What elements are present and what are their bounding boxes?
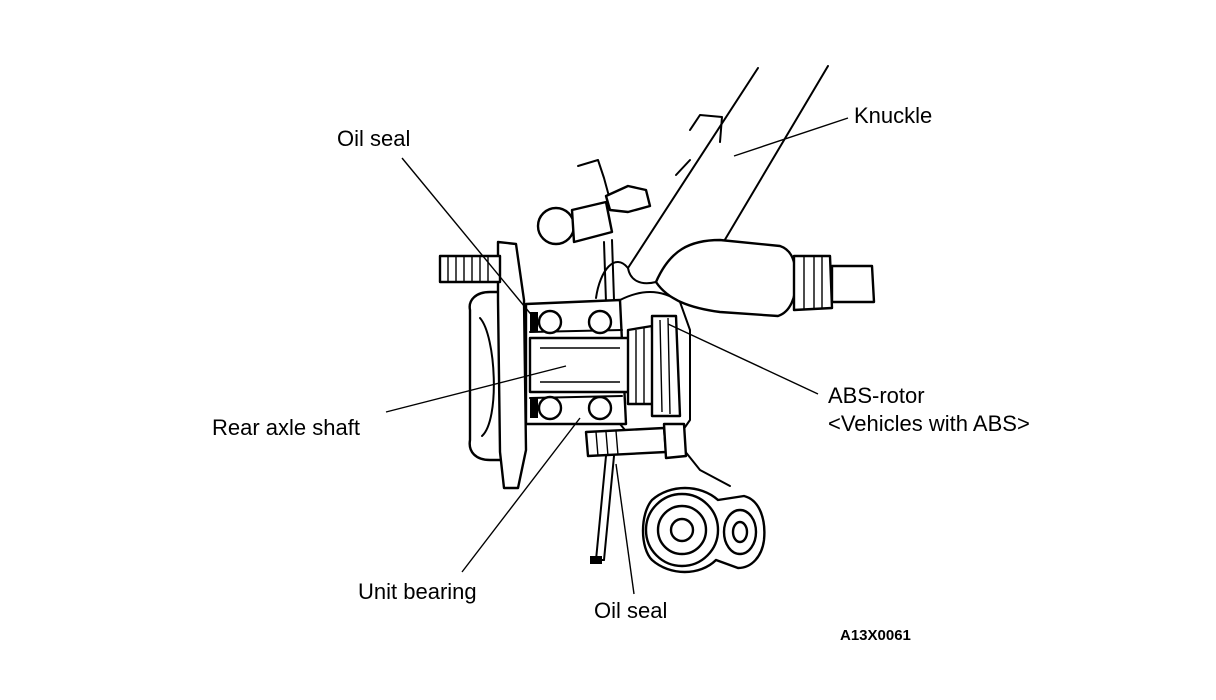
label-rear-axle-shaft: Rear axle shaft — [212, 415, 360, 440]
ball-joint-stud — [654, 238, 876, 318]
lower-arm-bushing — [641, 486, 766, 574]
label-knuckle: Knuckle — [854, 103, 932, 128]
rear-axle-shaft — [528, 336, 632, 394]
label-oil-seal-bottom: Oil seal — [594, 598, 667, 623]
label-abs-rotor: ABS-rotor — [828, 383, 925, 408]
leader-unit-bearing — [461, 417, 581, 573]
hub-flange — [438, 240, 528, 490]
leader-rear-axle-shaft — [385, 365, 567, 413]
leader-oil-seal-top — [401, 157, 535, 319]
label-abs-rotor-note: <Vehicles with ABS> — [828, 411, 1030, 436]
label-oil-seal-top: Oil seal — [337, 126, 410, 151]
leader-oil-seal-bottom — [615, 463, 635, 595]
label-unit-bearing: Unit bearing — [358, 579, 477, 604]
leader-knuckle — [733, 117, 849, 157]
dust-shield — [590, 455, 615, 564]
upper-fitting — [536, 159, 652, 303]
leader-abs-rotor — [667, 323, 819, 395]
leader-lines — [385, 117, 849, 595]
lower-bolt — [584, 422, 688, 460]
knuckle-arm — [595, 65, 829, 299]
abs-rotor — [626, 314, 682, 418]
figure-code: A13X0061 — [840, 627, 911, 644]
